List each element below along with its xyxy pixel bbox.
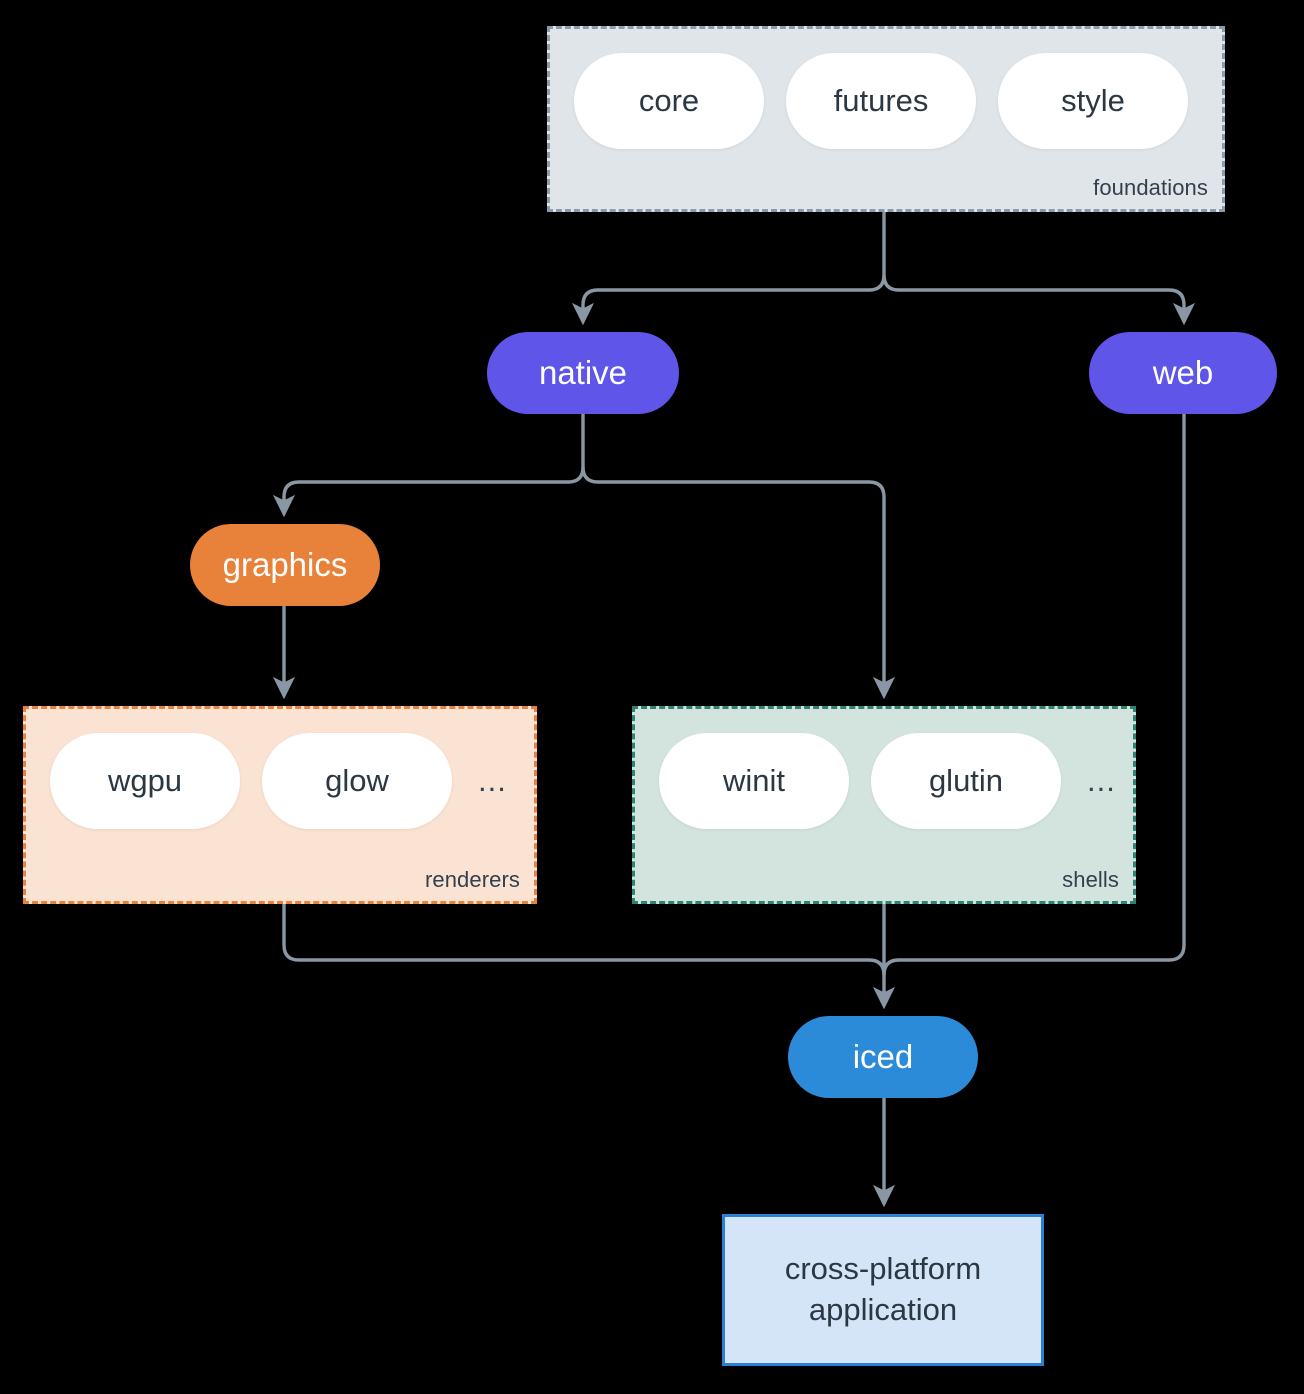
node-futures[interactable]: futures: [786, 53, 976, 149]
edge-foundations-native: [571, 212, 886, 326]
edge-native-graphics: [272, 414, 585, 518]
node-web[interactable]: web: [1089, 332, 1277, 414]
group-shells[interactable]: winit glutin ... shells: [632, 706, 1136, 904]
node-iced[interactable]: iced: [788, 1016, 978, 1098]
edge-foundations-web: [882, 274, 1196, 326]
application-line-1: cross-platform: [784, 1251, 982, 1287]
node-glutin[interactable]: glutin: [871, 733, 1061, 829]
group-shells-items: winit glutin ...: [659, 733, 1116, 829]
shells-ellipsis: ...: [1087, 763, 1116, 798]
node-style[interactable]: style: [998, 53, 1188, 149]
group-renderers[interactable]: wgpu glow ... renderers: [23, 706, 537, 904]
node-winit[interactable]: winit: [659, 733, 849, 829]
group-renderers-label: renderers: [424, 867, 520, 892]
node-wgpu[interactable]: wgpu: [50, 733, 240, 829]
edge-renderers-iced: [282, 904, 896, 1010]
node-native[interactable]: native: [487, 332, 679, 414]
group-renderers-items: wgpu glow ...: [50, 733, 507, 829]
group-foundations[interactable]: core futures style foundations: [547, 26, 1225, 212]
group-foundations-label: foundations: [1093, 175, 1208, 200]
group-shells-label: shells: [1062, 867, 1119, 892]
node-graphics[interactable]: graphics: [190, 524, 380, 606]
node-cross-platform-application[interactable]: cross-platform application: [722, 1214, 1044, 1366]
application-line-2: application: [808, 1292, 958, 1327]
edge-native-shells: [581, 466, 896, 700]
node-core[interactable]: core: [574, 53, 764, 149]
group-foundations-items: core futures style: [574, 53, 1188, 149]
renderers-ellipsis: ...: [478, 763, 507, 798]
node-glow[interactable]: glow: [262, 733, 452, 829]
